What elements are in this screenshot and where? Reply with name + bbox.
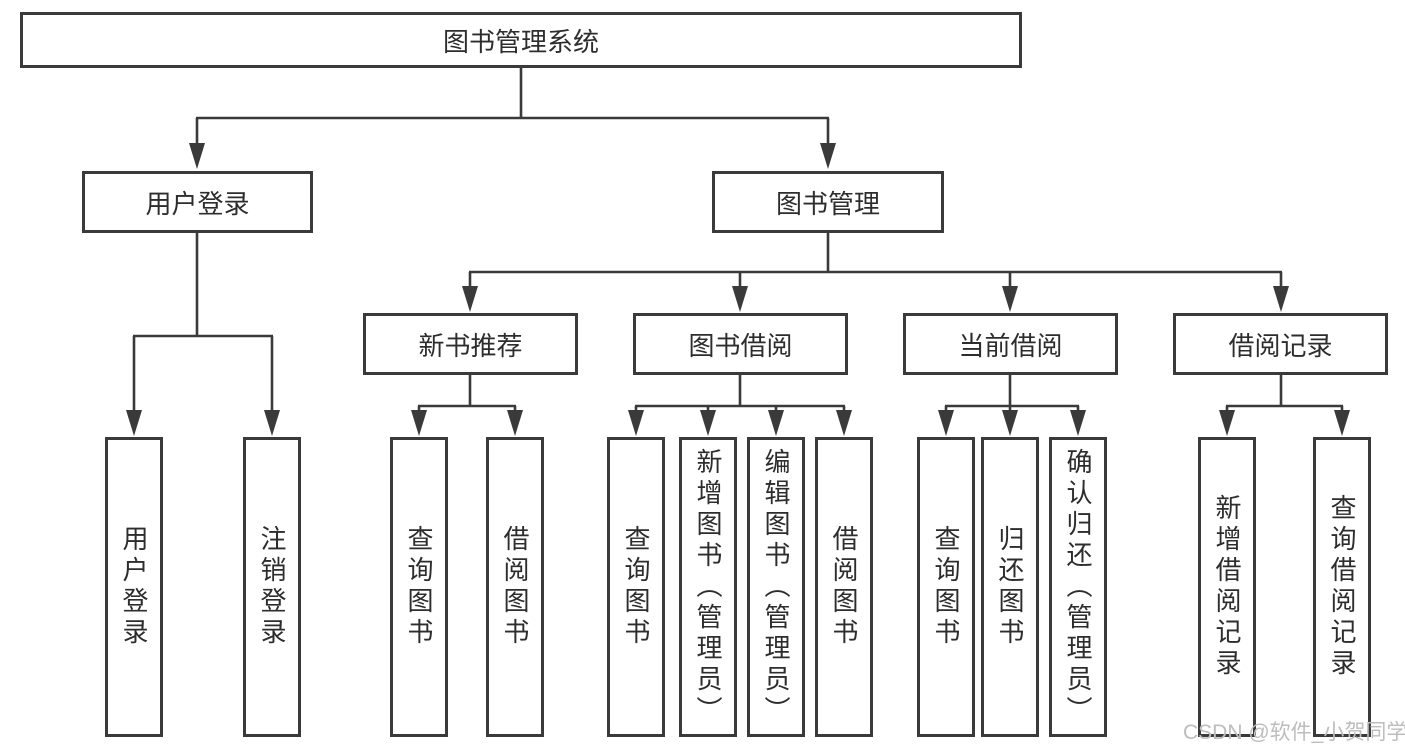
leaf-add-book-admin: 新增图书（管理员） bbox=[679, 437, 737, 737]
leaf-query-books-recommend: 查询图书 bbox=[390, 437, 448, 737]
connector-lines bbox=[132, 68, 1344, 413]
leaf-confirm-return-admin: 确认归还（管理员） bbox=[1049, 437, 1107, 737]
leaf-borrow-books-borrowing: 借阅图书 bbox=[815, 437, 873, 737]
csdn-watermark: CSDN @软件_小贺同学 bbox=[1183, 721, 1405, 744]
leaf-edit-book-admin: 编辑图书（管理员） bbox=[747, 437, 805, 737]
leaf-user-login: 用户登录 bbox=[105, 437, 163, 737]
connector-arrowheads bbox=[126, 143, 1350, 436]
leaf-return-book: 归还图书 bbox=[981, 437, 1039, 737]
node-library-management-system: 图书管理系统 bbox=[20, 12, 1022, 68]
leaf-add-borrow-record: 新增借阅记录 bbox=[1198, 437, 1256, 737]
leaf-borrow-books-recommend: 借阅图书 bbox=[486, 437, 544, 737]
node-borrowing-records: 借阅记录 bbox=[1173, 313, 1388, 375]
node-user-login: 用户登录 bbox=[82, 171, 313, 233]
leaf-query-books-current: 查询图书 bbox=[917, 437, 975, 737]
node-current-borrowing: 当前借阅 bbox=[903, 313, 1118, 375]
node-book-borrowing: 图书借阅 bbox=[633, 313, 848, 375]
node-book-management: 图书管理 bbox=[712, 171, 944, 233]
leaf-logout: 注销登录 bbox=[243, 437, 301, 737]
leaf-query-books-borrowing: 查询图书 bbox=[607, 437, 665, 737]
node-new-book-recommendation: 新书推荐 bbox=[363, 313, 578, 375]
leaf-query-borrow-record: 查询借阅记录 bbox=[1313, 437, 1371, 737]
